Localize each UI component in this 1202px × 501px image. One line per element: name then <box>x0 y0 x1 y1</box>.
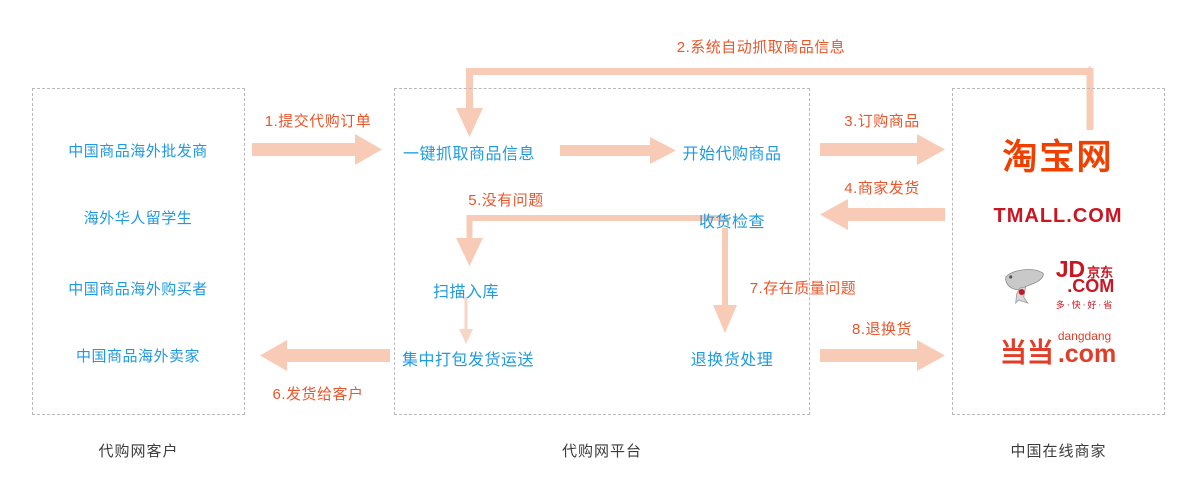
jd-dog-icon <box>1005 268 1044 304</box>
logo-tmall[interactable]: TMALL.COM <box>993 205 1123 227</box>
arrow-step-4 <box>820 199 945 230</box>
jd-wordmark: JD <box>1055 256 1086 282</box>
actor-overseas-student[interactable]: 海外华人留学生 <box>83 210 193 227</box>
step-label-6: 6.发货给客户 <box>272 386 364 403</box>
step-label-8: 8.退换货 <box>851 321 913 338</box>
panel-caption-customers: 代购网客户 <box>98 443 179 460</box>
step-label-2: 2.系统自动抓取商品信息 <box>676 39 846 56</box>
panel-caption-platform: 代购网平台 <box>561 443 642 460</box>
jd-slogan: 多·快·好·省 <box>1055 301 1115 311</box>
actor-overseas-seller[interactable]: 中国商品海外卖家 <box>75 348 201 365</box>
dangdang-dotcom: .com <box>1057 340 1117 368</box>
arrow-step-1 <box>252 134 382 165</box>
node-receive-inspection[interactable]: 收货检查 <box>698 214 766 231</box>
arrow-step-3 <box>820 134 945 165</box>
actor-overseas-buyer[interactable]: 中国商品海外购买者 <box>68 281 208 298</box>
jd-dotcom: .COM <box>1067 276 1115 296</box>
panel-customers <box>32 88 245 415</box>
dangdang-chinese-name: 当当 <box>999 338 1054 370</box>
arrow-step-8 <box>820 340 945 371</box>
node-pack-and-ship[interactable]: 集中打包发货运送 <box>401 352 535 369</box>
panel-merchants <box>952 88 1165 415</box>
actor-overseas-wholesaler[interactable]: 中国商品海外批发商 <box>68 143 208 160</box>
arrow-step-6 <box>260 340 390 371</box>
jd-chinese-name: 京东 <box>1087 266 1114 281</box>
step-label-4: 4.商家发货 <box>844 180 920 197</box>
node-return-exchange-handling[interactable]: 退换货处理 <box>690 352 774 369</box>
step-label-7: 7.存在质量问题 <box>749 280 857 297</box>
node-scan-into-warehouse[interactable]: 扫描入库 <box>432 284 500 301</box>
logo-jd[interactable]: JD 京东 .COM 多·快·好·省 <box>1002 256 1115 311</box>
logo-dangdang[interactable]: 当当 dangdang .com <box>1000 330 1116 367</box>
dangdang-wordmark: dangdang <box>1057 329 1112 343</box>
step-label-3: 3.订购商品 <box>844 113 920 130</box>
step-label-1: 1.提交代购订单 <box>264 113 372 130</box>
panel-platform <box>394 88 810 415</box>
node-grab-product-info[interactable]: 一键抓取商品信息 <box>402 146 536 163</box>
logo-taobao[interactable]: 淘宝网 <box>1002 138 1114 178</box>
node-start-purchasing[interactable]: 开始代购商品 <box>682 146 782 163</box>
step-label-5: 5.没有问题 <box>468 192 544 209</box>
panel-caption-merchants: 中国在线商家 <box>1010 443 1107 460</box>
